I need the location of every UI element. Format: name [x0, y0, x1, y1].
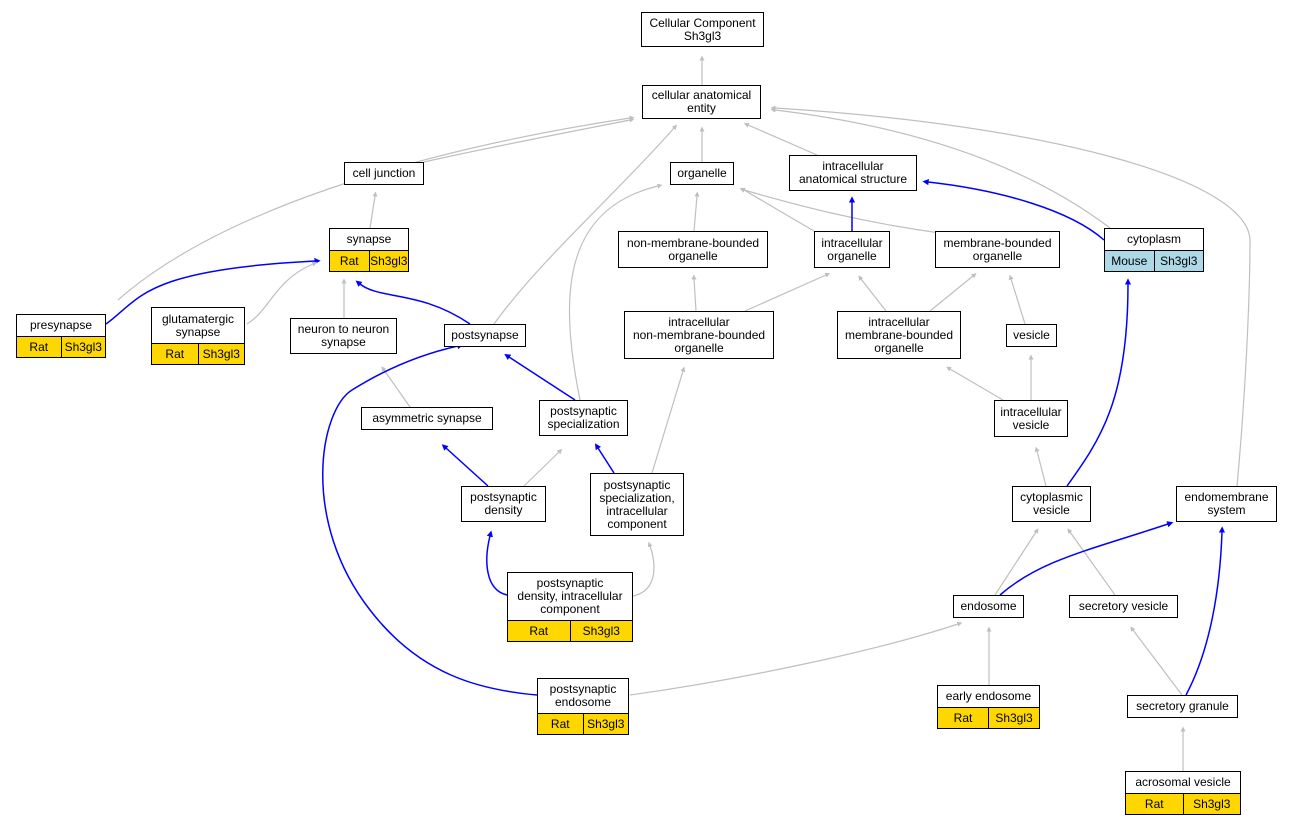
node-postsynaptic-density[interactable]: postsynaptic density: [461, 486, 546, 522]
edge-presynapse-to-cae: [117, 115, 635, 301]
edge-psdic-to-pssic: [632, 541, 655, 597]
annotation-earlyendo-gene: Sh3gl3: [988, 708, 1039, 728]
node-cellular-component-root[interactable]: Cellular Component Sh3gl3: [641, 12, 764, 47]
annotation-postsynaptic-density-intracellular-component: Rat Sh3gl3: [507, 620, 633, 642]
node-membrane-bounded-organelle[interactable]: membrane-bounded organelle: [935, 231, 1060, 268]
node-cell-junction[interactable]: cell junction: [344, 162, 424, 185]
edge-glut-to-synapse: [246, 261, 318, 325]
edge-imbo-to-iorg: [858, 275, 887, 312]
edge-postsynapse-to-cae: [493, 124, 677, 325]
node-non-membrane-bounded-organelle[interactable]: non-membrane-bounded organelle: [618, 231, 768, 268]
node-intracellular-anatomical-structure[interactable]: intracellular anatomical structure: [789, 155, 917, 191]
edge-psendo-to-postsynapse: [322, 343, 538, 696]
node-intracellular-membrane-bounded-organelle[interactable]: intracellular membrane-bounded organelle: [837, 311, 961, 359]
edge-inmbo-to-nmbo: [691, 274, 697, 312]
annotation-postsynaptic-endosome: Rat Sh3gl3: [537, 713, 629, 735]
annotation-glut-species: Rat: [165, 347, 185, 361]
annotation-psdic-species: Rat: [529, 624, 549, 638]
annotation-presynapse-species: Rat: [29, 340, 49, 354]
edge-pssic-to-inmbo: [651, 366, 686, 474]
annotation-acro-species: Rat: [1144, 797, 1164, 811]
edge-ivesicle-to-imbo: [946, 366, 1004, 401]
annotation-glut-gene: Sh3gl3: [197, 344, 245, 364]
annotation-cytoplasm: Mouse Sh3gl3: [1104, 250, 1204, 272]
node-postsynaptic-endosome[interactable]: postsynaptic endosome: [537, 678, 629, 714]
edge-pss-to-organelle: [568, 183, 663, 401]
edge-celljunction-to-cae: [423, 117, 635, 163]
node-secretory-granule[interactable]: secretory granule: [1127, 695, 1238, 718]
edge-endosome-to-cytovesicle: [994, 528, 1039, 596]
node-early-endosome[interactable]: early endosome: [937, 685, 1040, 708]
edge-psd-to-asym: [441, 444, 489, 487]
node-asymmetric-synapse[interactable]: asymmetric synapse: [361, 407, 493, 430]
edge-secgran-to-endomem: [1185, 526, 1226, 696]
annotation-cytoplasm-gene: Sh3gl3: [1153, 251, 1204, 271]
edge-nmbo-to-organelle: [693, 191, 700, 232]
edge-cytoplasm-to-cae: [770, 107, 1111, 229]
node-cytoplasm[interactable]: cytoplasm: [1104, 228, 1204, 251]
edge-secves-to-cytovesicle: [1067, 528, 1116, 596]
edge-asym-to-n2n: [381, 366, 411, 408]
annotation-psdic-gene: Sh3gl3: [569, 621, 633, 641]
annotation-cytoplasm-species: Mouse: [1111, 254, 1148, 268]
node-intracellular-vesicle[interactable]: intracellular vesicle: [994, 400, 1068, 437]
annotation-presynapse-gene: Sh3gl3: [60, 337, 106, 357]
annotation-synapse-species: Rat: [339, 254, 359, 268]
edge-presynapse-to-synapse: [105, 257, 321, 325]
edge-inmbo-to-iorg: [744, 272, 831, 312]
annotation-psendo-species: Rat: [550, 717, 570, 731]
edge-ias-to-cae: [743, 122, 818, 156]
node-secretory-vesicle[interactable]: secretory vesicle: [1069, 595, 1178, 618]
edge-iorg-to-organelle: [740, 187, 815, 232]
edge-vesicle-to-mbo: [1008, 274, 1026, 325]
node-intracellular-non-membrane-bounded-organelle[interactable]: intracellular non-membrane-bounded organ…: [624, 311, 774, 359]
node-endosome[interactable]: endosome: [953, 595, 1024, 618]
annotation-synapse-gene: Sh3gl3: [368, 251, 409, 271]
node-acrosomal-vesicle[interactable]: acrosomal vesicle: [1125, 771, 1241, 794]
node-neuron-to-neuron-synapse[interactable]: neuron to neuron synapse: [290, 318, 397, 354]
edge-cytovesicle-to-cytoplasm: [1066, 278, 1132, 487]
edge-psendo-to-endosome: [629, 621, 963, 696]
node-synapse[interactable]: synapse: [329, 228, 409, 251]
annotation-presynapse: Rat Sh3gl3: [16, 336, 106, 358]
node-presynapse[interactable]: presynapse: [16, 314, 106, 337]
annotation-early-endosome: Rat Sh3gl3: [937, 707, 1040, 729]
annotation-psendo-gene: Sh3gl3: [582, 714, 629, 734]
node-cytoplasmic-vesicle[interactable]: cytoplasmic vesicle: [1012, 486, 1091, 522]
edge-secgran-to-secves: [1130, 626, 1183, 696]
edge-imbo-to-mbo: [929, 273, 977, 312]
edge-psd-to-pss: [523, 448, 563, 487]
edge-mbo-to-organelle: [739, 187, 941, 234]
annotation-glutamatergic-synapse: Rat Sh3gl3: [151, 343, 245, 365]
annotation-earlyendo-species: Rat: [953, 711, 973, 725]
node-glutamatergic-synapse[interactable]: glutamatergic synapse: [151, 307, 245, 344]
edge-endomem-to-cae: [770, 105, 1251, 487]
node-intracellular-organelle[interactable]: intracellular organelle: [814, 231, 890, 268]
node-cellular-anatomical-entity[interactable]: cellular anatomical entity: [642, 85, 761, 119]
annotation-synapse: Rat Sh3gl3: [329, 250, 409, 272]
node-organelle[interactable]: organelle: [670, 162, 734, 185]
node-postsynaptic-specialization[interactable]: postsynaptic specialization: [539, 400, 628, 436]
annotation-acrosomal-vesicle: Rat Sh3gl3: [1125, 793, 1241, 815]
edge-synapse-to-celljunction: [369, 191, 378, 229]
node-vesicle[interactable]: vesicle: [1006, 324, 1057, 347]
edge-pss-to-postsynapse: [504, 353, 576, 401]
node-endomembrane-system[interactable]: endomembrane system: [1176, 486, 1277, 522]
edge-cytoplasm-to-ias: [922, 178, 1105, 241]
edge-pssic-to-pss: [594, 443, 615, 474]
node-postsynaptic-density-intracellular-component[interactable]: postsynaptic density, intracellular comp…: [507, 572, 633, 621]
edge-psdic-to-psd: [486, 530, 508, 596]
edge-endosome-to-endomem: [999, 521, 1174, 596]
edge-cytovesicle-to-ivesicle: [1034, 446, 1047, 487]
node-postsynapse[interactable]: postsynapse: [444, 324, 526, 347]
annotation-acro-gene: Sh3gl3: [1182, 794, 1241, 814]
node-postsynaptic-specialization-intracellular-component[interactable]: postsynaptic specialization, intracellul…: [590, 473, 684, 536]
edge-postsynapse-to-synapse: [355, 280, 471, 325]
